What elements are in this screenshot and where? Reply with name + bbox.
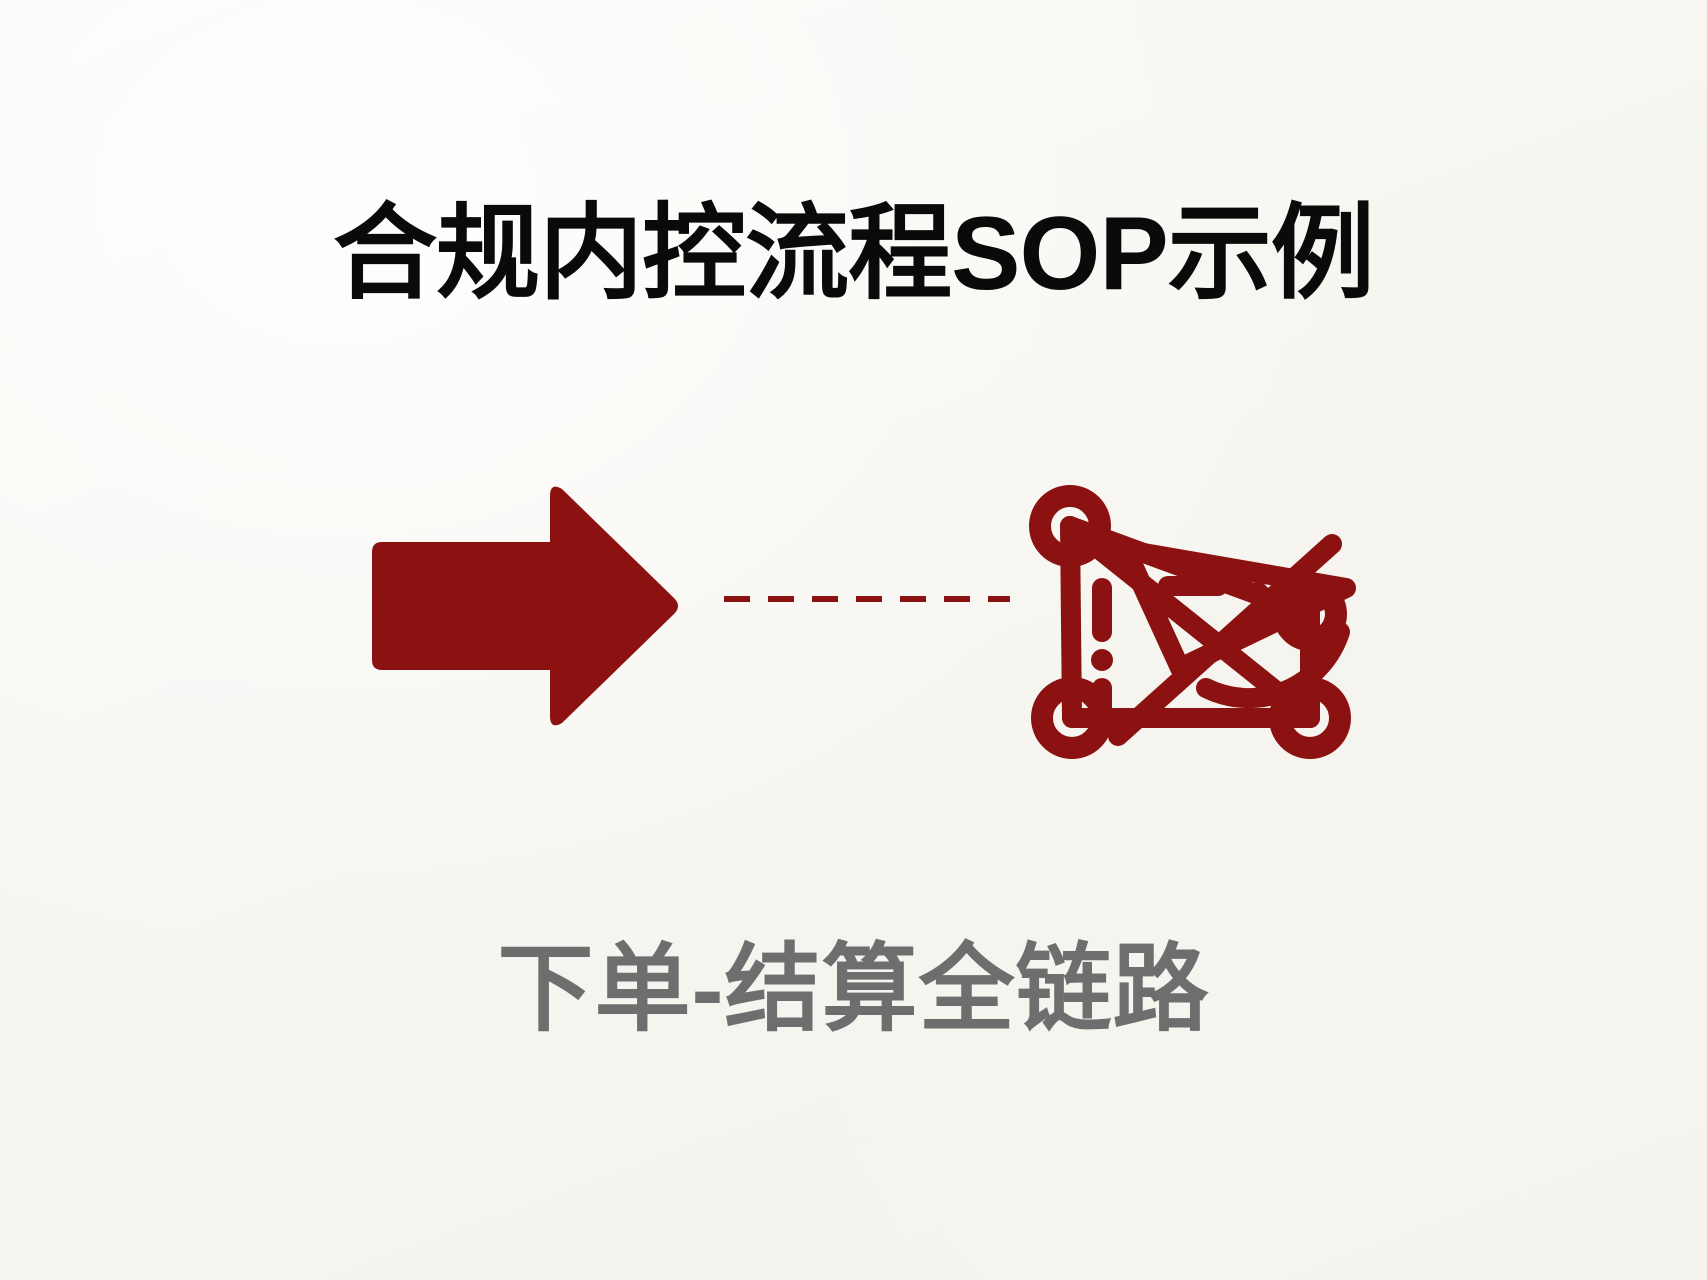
indicator-dot [1091,649,1113,671]
page-title: 合规内控流程SOP示例 [333,196,1375,312]
right-arrow-icon [362,480,682,732]
node-bottom-left [1031,677,1113,759]
graphic-band [0,430,1707,780]
node-right [1273,577,1347,651]
dashed-connector [722,590,1012,602]
network-graph-icon [1010,436,1370,776]
node-bottom-right [1269,677,1351,759]
slide-caption: 下单-结算全链路 [497,936,1210,1043]
node-top-left [1029,485,1111,567]
